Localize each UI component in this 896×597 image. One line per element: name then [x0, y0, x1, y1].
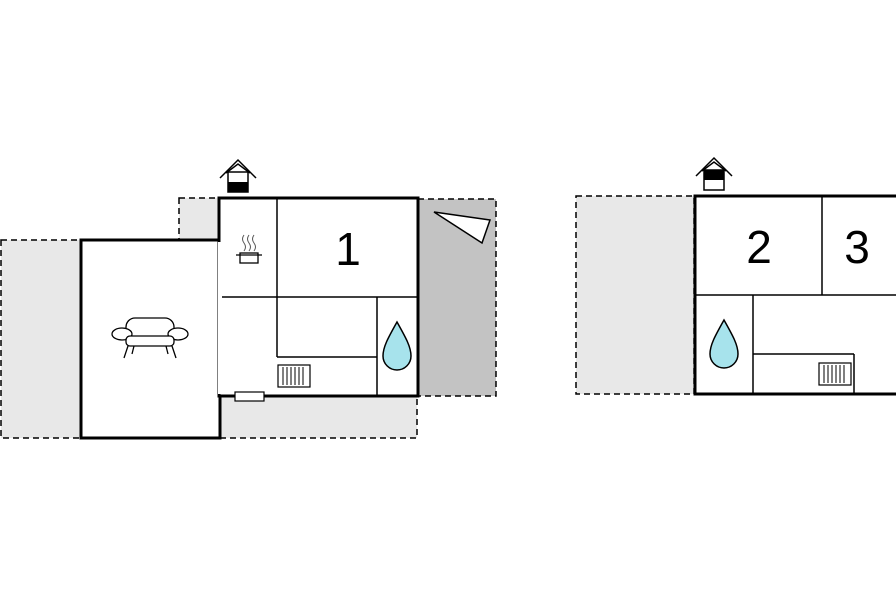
terrace-top [178, 197, 221, 241]
radiator-icon [818, 362, 852, 386]
room-number-3: 3 [844, 221, 870, 273]
entrance-house-icon [219, 158, 257, 193]
water-drop-icon [709, 318, 739, 369]
terrace-bottom [219, 395, 418, 439]
terrace-upper [575, 195, 695, 395]
entrance-house-icon [695, 156, 733, 191]
door-mat-icon [234, 391, 265, 402]
radiator-icon [277, 364, 311, 388]
water-drop-icon [382, 320, 412, 371]
ground-floor-plan: 1 [0, 158, 497, 440]
terrace-left [0, 239, 82, 439]
room-number-2: 2 [746, 221, 772, 273]
cooking-pot-icon [236, 234, 262, 264]
upper-floor-plan: 2 3 [575, 156, 896, 396]
room-number-1: 1 [335, 223, 361, 275]
sofa-icon [111, 317, 189, 359]
sunlounger-icon [433, 211, 492, 245]
